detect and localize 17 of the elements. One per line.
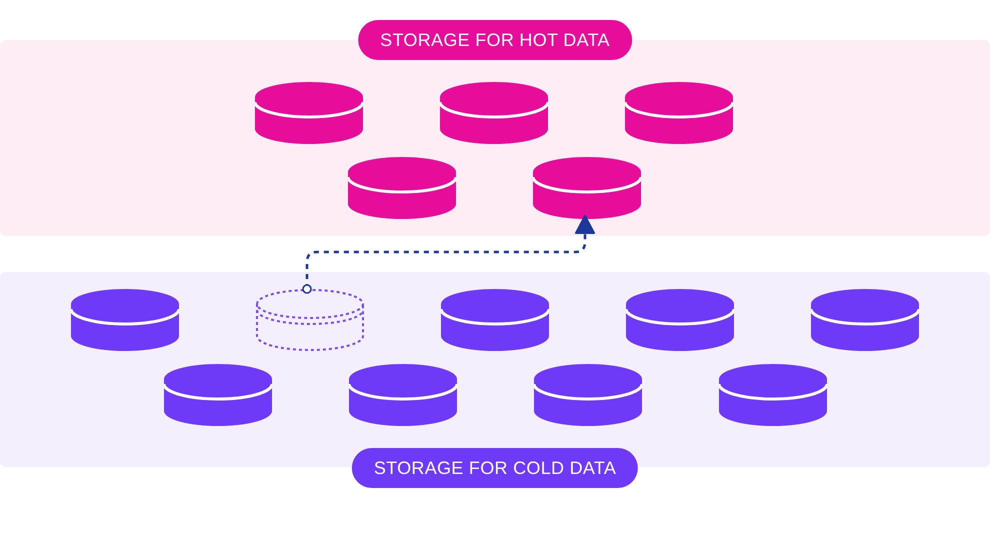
database-cylinder (625, 82, 733, 144)
placeholder-cylinder (256, 289, 364, 351)
database-cylinder (626, 289, 734, 351)
database-cylinder (349, 364, 457, 426)
band-title: STORAGE FOR HOT DATA (358, 20, 632, 60)
database-cylinder (811, 289, 919, 351)
database-cylinder (71, 289, 179, 351)
arrow (302, 215, 595, 294)
database-cylinder (441, 289, 549, 351)
database-cylinder (255, 82, 363, 144)
database-cylinder (719, 364, 827, 426)
database-cylinder (534, 364, 642, 426)
database-cylinder (164, 364, 272, 426)
database-cylinder (533, 157, 641, 219)
database-cylinder (348, 157, 456, 219)
database-cylinder (440, 82, 548, 144)
band-title: STORAGE FOR COLD DATA (352, 448, 638, 488)
